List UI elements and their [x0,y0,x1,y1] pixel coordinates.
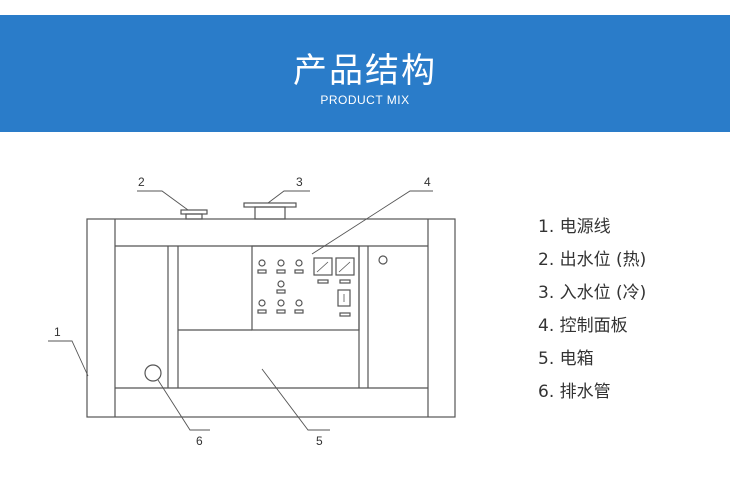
inlet-pipe [254,206,286,220]
gauge-left-label [317,279,329,284]
indicator-light [277,299,285,307]
legend-item: 1. 电源线 [538,217,611,237]
indicator-light [295,299,303,307]
indicator-label [276,309,286,314]
gauge-right [335,257,355,276]
panel-switch-label [339,312,351,317]
indicator-light [258,259,266,267]
panel-switch [337,289,351,307]
control-panel [251,245,360,331]
top-strip [0,0,730,15]
legend-item: 2. 出水位 (热) [538,250,647,270]
indicator-label [257,309,267,314]
leader-5 [261,368,330,431]
callout-5: 5 [316,434,323,448]
outlet-pipe-flange [180,209,208,215]
legend-item: 6. 排水管 [538,382,611,402]
leader-6 [157,379,210,431]
callout-3: 3 [296,175,303,189]
side-indicator [378,255,388,265]
indicator-light [277,280,285,288]
indicator-light [258,299,266,307]
indicator-label [276,289,286,294]
gauge-right-label [339,279,351,284]
drain-outlet [144,364,162,382]
leader-4 [311,190,433,255]
indicator-label [294,269,304,274]
legend-item: 4. 控制面板 [538,316,628,336]
indicator-light [277,259,285,267]
inlet-pipe-flange [243,202,297,208]
page-subtitle: PRODUCT MIX [320,93,410,107]
leader-1 [48,340,89,377]
callout-4: 4 [424,175,431,189]
indicator-label [294,309,304,314]
header-banner: 产品结构 PRODUCT MIX [0,15,730,132]
indicator-light [295,259,303,267]
leader-2 [137,190,189,211]
callout-6: 6 [196,434,203,448]
callout-1: 1 [54,325,61,339]
callout-2: 2 [138,175,145,189]
legend-item: 3. 入水位 (冷) [538,283,647,303]
indicator-label [257,269,267,274]
page-title: 产品结构 [293,51,437,91]
gauge-left [313,257,333,276]
indicator-label [276,269,286,274]
legend-item: 5. 电箱 [538,349,594,369]
frame-outer [86,218,456,418]
legend-list: 1. 电源线 2. 出水位 (热) 3. 入水位 (冷) 4. 控制面板 5. … [538,216,646,414]
leader-3 [267,190,310,204]
outlet-pipe [185,213,203,220]
